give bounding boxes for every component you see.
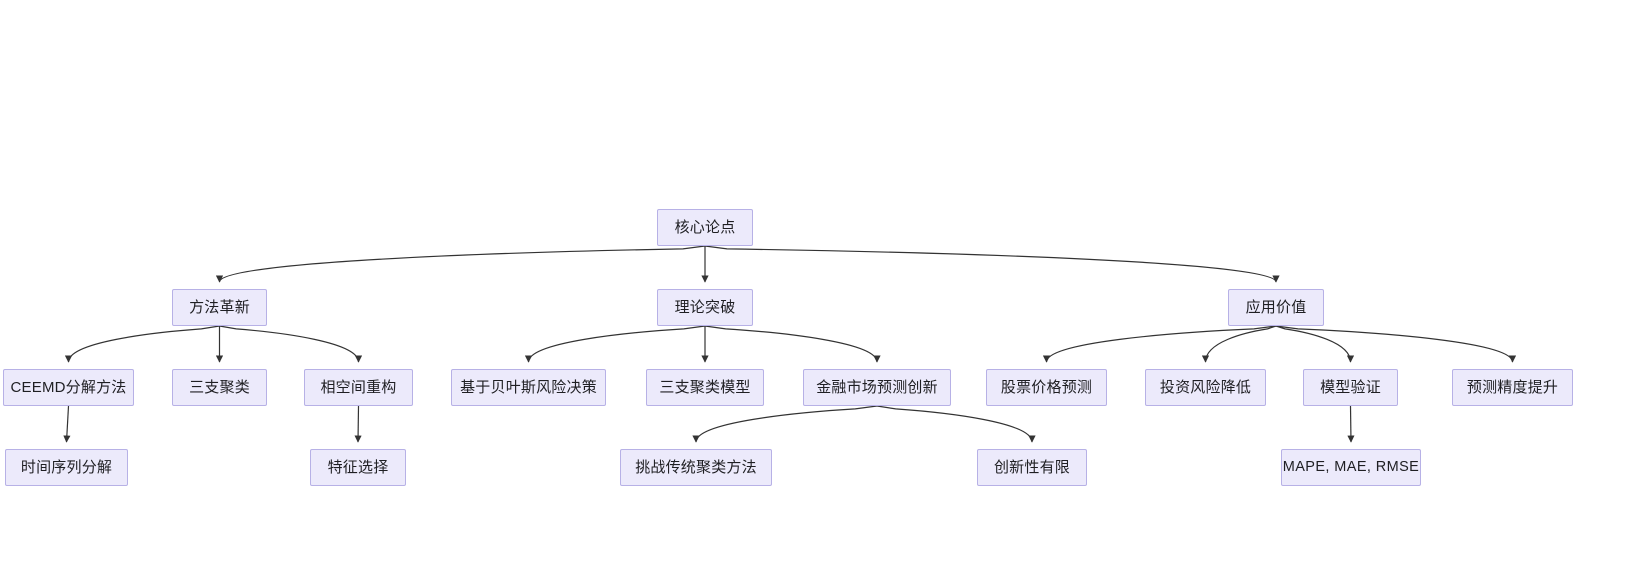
flow-node[interactable]: 三支聚类模型 (646, 369, 764, 406)
flow-edge (64, 325, 220, 363)
flow-node[interactable]: 三支聚类 (172, 369, 267, 406)
flow-node[interactable]: 挑战传统聚类方法 (620, 449, 772, 486)
flow-node[interactable]: 创新性有限 (977, 449, 1087, 486)
flow-node[interactable]: 股票价格预测 (986, 369, 1107, 406)
flow-edge (1042, 325, 1277, 363)
flow-node[interactable]: MAPE, MAE, RMSE (1281, 449, 1421, 486)
flow-edge (215, 245, 706, 283)
flow-edge (1275, 325, 1517, 363)
flow-node[interactable]: 基于贝叶斯风险决策 (451, 369, 606, 406)
flow-node[interactable]: 相空间重构 (304, 369, 413, 406)
flow-node[interactable]: 特征选择 (310, 449, 406, 486)
edge-paths (63, 245, 1517, 443)
flow-node[interactable]: 金融市场预测创新 (803, 369, 951, 406)
flow-node[interactable]: 方法革新 (172, 289, 267, 326)
flow-node[interactable]: CEEMD分解方法 (3, 369, 134, 406)
flow-edge (1347, 405, 1355, 443)
flow-edge (876, 405, 1036, 443)
flow-node[interactable]: 模型验证 (1303, 369, 1398, 406)
flow-node[interactable]: 理论突破 (657, 289, 753, 326)
flow-edge (63, 405, 71, 443)
flow-edge (704, 245, 1280, 283)
flow-edge (524, 325, 706, 363)
flow-node[interactable]: 预测精度提升 (1452, 369, 1573, 406)
flow-node[interactable]: 核心论点 (657, 209, 753, 246)
flow-node[interactable]: 投资风险降低 (1145, 369, 1266, 406)
flow-node[interactable]: 应用价值 (1228, 289, 1324, 326)
flow-edge (1275, 325, 1355, 363)
flow-node[interactable]: 时间序列分解 (5, 449, 128, 486)
flow-edge (692, 405, 878, 443)
flow-edge (219, 325, 363, 363)
flow-edge (1201, 325, 1277, 363)
flow-edge (704, 325, 881, 363)
flow-edge (354, 405, 362, 443)
